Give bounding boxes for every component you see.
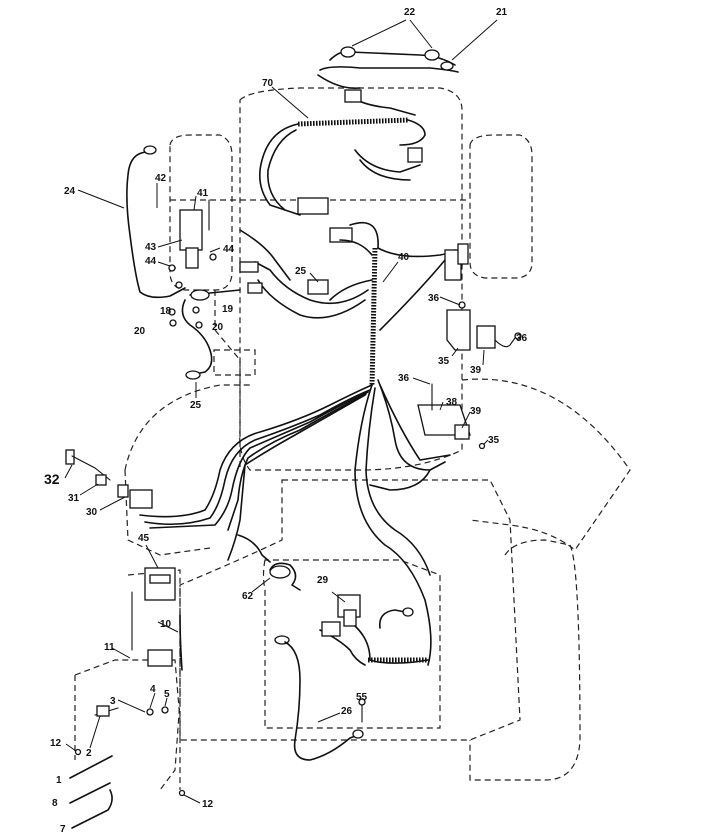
callout-41: 41 [197,188,209,199]
callout-10: 10 [160,619,172,630]
bracket-parts [412,296,522,450]
callout-22: 22 [404,7,416,18]
hood-outline [239,87,463,471]
callout-36-right: 36 [516,333,528,344]
callout-20-right: 20 [212,322,224,333]
callout-30: 30 [86,507,98,518]
frame-rail [214,290,241,470]
callout-8: 8 [52,798,58,809]
callout-62: 62 [242,591,254,602]
right-fender [461,378,631,551]
callout-26: 26 [341,706,353,717]
callout-35-upper: 35 [438,356,450,367]
callout-40: 40 [398,252,410,263]
callout-25-upper: 25 [295,266,307,277]
left-fender [124,384,250,471]
rear-wheel-right [469,539,581,781]
callout-35-lower: 35 [488,435,500,446]
callout-11: 11 [104,642,115,653]
callout-18: 18 [160,306,172,317]
rear-wheel-left [127,569,181,791]
connector-22-21 [317,19,498,90]
callout-38: 38 [446,397,458,408]
dash-box [213,349,256,376]
callout-7: 7 [60,824,66,835]
callout-labels: 22 21 70 24 42 41 43 44 44 40 25 18 19 2… [44,7,528,835]
callout-2: 2 [86,748,92,759]
battery-box [262,559,441,729]
callout-39-upper: 39 [470,365,482,376]
callout-29: 29 [317,575,329,586]
callout-20-left: 20 [134,326,146,337]
callout-36-top: 36 [428,293,440,304]
callout-43: 43 [145,242,157,253]
callout-4: 4 [150,684,156,695]
callout-21: 21 [496,7,508,18]
callout-39-lower: 39 [470,406,482,417]
callout-32: 32 [44,471,60,487]
callout-5: 5 [164,689,170,700]
lower-left-parts [65,544,201,829]
callout-70: 70 [262,78,274,89]
callout-24: 24 [64,186,76,197]
harness-70 [259,86,426,243]
battery-area-parts [237,534,429,761]
callout-55: 55 [356,692,368,703]
callout-12-left: 12 [50,738,62,749]
seat-deck [179,479,521,741]
callout-19: 19 [222,304,234,315]
part-24-wire [77,145,221,299]
callout-42: 42 [155,173,167,184]
callout-3: 3 [110,696,116,707]
callout-31: 31 [68,493,80,504]
callout-44-right: 44 [223,244,235,255]
callout-12-bottom: 12 [202,799,214,810]
callout-36-mid: 36 [398,373,410,384]
front-wheel-right [469,134,533,279]
callout-25-lower: 25 [190,400,202,411]
main-harness-40 [139,221,469,666]
left-fender-lower [124,469,211,556]
callout-45: 45 [138,533,150,544]
callout-1: 1 [56,775,62,786]
part-25-cable [168,261,329,398]
connector-block-30 [64,449,153,511]
callout-44-left: 44 [145,256,157,267]
